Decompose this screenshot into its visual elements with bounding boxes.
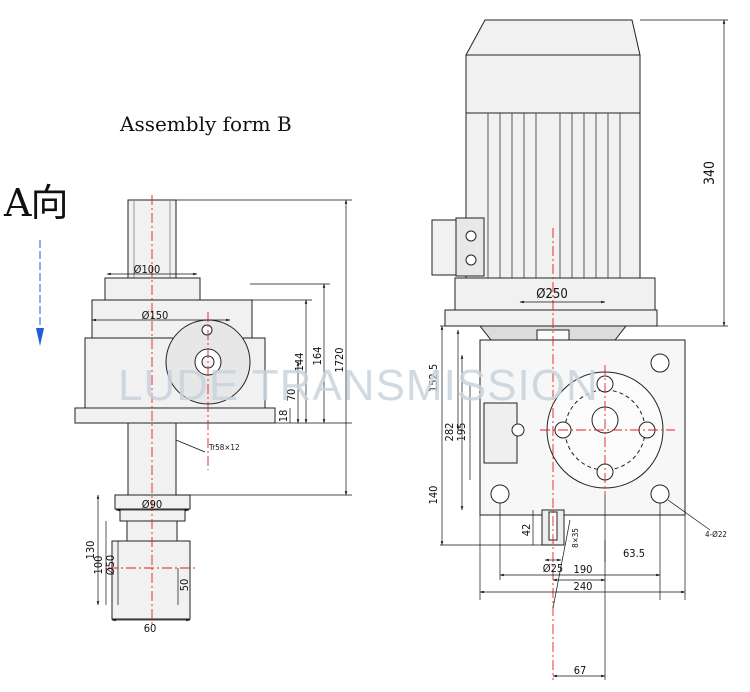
dim-bottom-60: 60 bbox=[144, 622, 157, 635]
adapter-plate bbox=[444, 309, 658, 327]
dim-18: 18 bbox=[277, 410, 290, 423]
motor-top bbox=[465, 54, 641, 114]
dim-140: 140 bbox=[427, 486, 440, 505]
dim-152-5: 152.5 bbox=[427, 364, 440, 392]
dim-dia-150: Ø150 bbox=[142, 309, 169, 322]
dim-144: 144 bbox=[293, 353, 306, 372]
side-centerlines bbox=[108, 195, 209, 625]
dim-190: 190 bbox=[574, 563, 593, 576]
dim-dia-100: Ø100 bbox=[134, 263, 161, 276]
view-direction-arrow bbox=[36, 240, 44, 346]
drawing-title: Assembly form B bbox=[120, 112, 292, 136]
dim-dia-50: Ø50 bbox=[104, 555, 117, 575]
motor-fins bbox=[487, 113, 621, 278]
dim-195: 195 bbox=[455, 423, 468, 442]
mount-hole bbox=[490, 484, 510, 504]
dim-130: 130 bbox=[84, 541, 97, 560]
dim-flange-dia-250: Ø250 bbox=[536, 287, 568, 302]
side-view bbox=[74, 199, 276, 620]
dim-63-5: 63.5 bbox=[623, 547, 645, 560]
motor-flange bbox=[454, 277, 656, 311]
front-centerlines bbox=[540, 228, 675, 680]
view-direction-label: A向 bbox=[4, 181, 68, 225]
dim-50: 50 bbox=[178, 579, 191, 592]
dim-key: 8×35 bbox=[571, 528, 580, 548]
front-view bbox=[431, 19, 686, 546]
dim-thread: Tr58×12 bbox=[208, 443, 240, 452]
dim-164: 164 bbox=[311, 347, 324, 366]
dim-340: 340 bbox=[702, 161, 718, 185]
dim-shaft-dia-25: Ø25 bbox=[543, 562, 563, 575]
dim-42: 42 bbox=[520, 524, 533, 537]
dim-70: 70 bbox=[285, 389, 298, 402]
side-dimension-lines bbox=[91, 199, 352, 622]
dim-240: 240 bbox=[574, 580, 593, 593]
dim-dia-90: Ø90 bbox=[142, 498, 162, 511]
dim-holes: 4-Ø22 bbox=[705, 529, 727, 539]
top-cap bbox=[104, 277, 201, 301]
dim-67: 67 bbox=[574, 664, 587, 677]
dim-100: 100 bbox=[92, 556, 105, 575]
watermark: LUDE TRANSMISSION bbox=[118, 361, 599, 410]
mount-hole bbox=[650, 353, 670, 373]
dim-1720: 1720 bbox=[333, 347, 346, 372]
mount-hole bbox=[650, 484, 670, 504]
front-dimension-lines bbox=[440, 19, 728, 680]
side-dimension-texts: Ø100 Ø150 Ø90 60 Tr58×12 1720 164 144 70… bbox=[84, 263, 346, 635]
motor-fan-cover bbox=[465, 19, 641, 56]
dim-282: 282 bbox=[443, 423, 456, 442]
front-dimension-texts: 340 Ø250 152.5 282 195 140 42 8×35 Ø25 6… bbox=[427, 161, 727, 677]
